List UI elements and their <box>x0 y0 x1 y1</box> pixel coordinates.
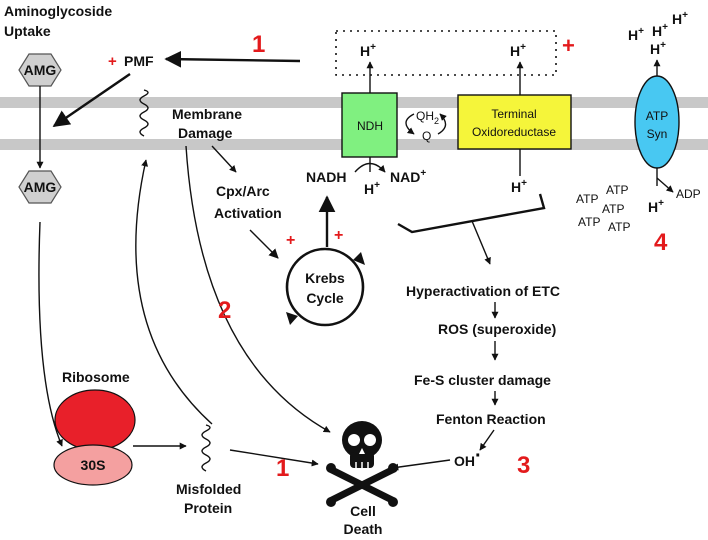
amg-outside: AMG <box>18 53 62 87</box>
cpx-line2: Activation <box>214 205 282 221</box>
adp-label: ADP <box>676 187 701 201</box>
ndh-label: NDH <box>357 119 383 133</box>
etc-bracket <box>397 193 546 234</box>
pmf-label: PMF <box>124 53 154 69</box>
pmf-arrow <box>164 50 301 68</box>
ndh-proton-in: H+ <box>364 180 380 197</box>
krebs-cycle: Krebs Cycle <box>285 247 365 327</box>
cpx-line1: Cpx/Arc <box>216 183 270 199</box>
atp-label-4: ATP <box>578 215 600 229</box>
amg-to-ribosome-arrow <box>38 221 63 447</box>
quinone-cycle-right <box>437 113 447 135</box>
atp-proton-3: H+ <box>672 10 688 27</box>
cell-death-line1: Cell <box>350 503 376 519</box>
misfolded-line2: Protein <box>184 500 232 516</box>
ribosome-30s-subunit <box>53 444 133 486</box>
step-3: 3 <box>517 452 530 479</box>
ros-label: ROS (superoxide) <box>438 321 556 337</box>
fenton-label: Fenton Reaction <box>436 411 546 427</box>
oh-to-death-arrow <box>391 459 451 471</box>
protein-to-death-arrow <box>229 449 319 467</box>
atp-syn-line1: ATP <box>646 109 668 123</box>
uptake-title-line2: Uptake <box>4 23 51 39</box>
misfolded-line1: Misfolded <box>176 481 241 497</box>
pmf-to-amg-arrow <box>52 73 131 127</box>
terminal-line1: Terminal <box>491 107 536 121</box>
oxidase-proton-out: H+ <box>510 42 526 59</box>
pmf-pool-plus-sign: + <box>562 33 575 58</box>
nad-label: NAD+ <box>390 168 426 185</box>
cell-death-line2: Death <box>344 521 383 537</box>
hydroxyl-radical-label: OH· <box>454 445 482 469</box>
ribosome-label: Ribosome <box>62 369 130 385</box>
cpx-to-krebs-arrow <box>249 229 279 259</box>
atp-syn-proton-in: H+ <box>648 198 664 215</box>
amg-inside: AMG <box>18 170 62 204</box>
atp-proton-2: H+ <box>652 22 668 39</box>
nadh-label: NADH <box>306 169 346 185</box>
fenton-to-oh-arrow <box>479 429 495 451</box>
thirty-s-label: 30S <box>81 457 106 473</box>
quinone-cycle-left <box>405 113 415 135</box>
fes-label: Fe-S cluster damage <box>414 372 551 388</box>
step-4: 4 <box>654 229 668 256</box>
krebs-line2: Cycle <box>306 290 344 306</box>
terminal-oxidoreductase <box>457 94 572 150</box>
atp-synthase: ATP Syn <box>634 75 680 169</box>
atp-label-1: ATP <box>606 183 628 197</box>
atp-proton-1: H+ <box>628 26 644 43</box>
step-1-top: 1 <box>252 31 265 58</box>
misfolded-protein-icon <box>201 424 211 472</box>
pmf-plus-sign: + <box>108 53 117 70</box>
ribosome-large-subunit <box>54 389 136 451</box>
bracket-to-hyperactivation-arrow <box>471 220 491 265</box>
atp-syn-line2: Syn <box>647 127 668 141</box>
membrane-to-cpx-arrow <box>211 145 237 173</box>
quinol-label: QH2 <box>416 109 439 126</box>
ndh-proton-out: H+ <box>360 42 376 59</box>
atp-label-5: ATP <box>608 220 630 234</box>
periplasm-proton-pool <box>335 30 557 76</box>
quinone-label: Q <box>422 129 431 143</box>
krebs-line1: Krebs <box>305 270 345 286</box>
terminal-line2: Oxidoreductase <box>472 125 556 139</box>
oxidase-proton-in: H+ <box>511 178 527 195</box>
protein-to-membrane-arrow <box>135 159 213 425</box>
step-1-bottom: 1 <box>276 455 289 482</box>
hyperactivation-label: Hyperactivation of ETC <box>406 283 560 299</box>
cpx-plus-sign: + <box>286 232 295 249</box>
uptake-title-line1: Aminoglycoside <box>4 3 112 19</box>
atp-proton-4: H+ <box>650 40 666 57</box>
atp-label-3: ATP <box>602 202 624 216</box>
krebs-plus-sign: + <box>334 227 343 244</box>
skull-and-crossbones-icon <box>326 421 398 507</box>
membrane-to-death-arrow <box>185 145 331 433</box>
amg-inside-label: AMG <box>24 179 57 195</box>
atp-label-2: ATP <box>576 192 598 206</box>
atp-syn-adp-arrow <box>656 177 674 193</box>
amg-outside-label: AMG <box>24 62 57 78</box>
membrane-damage-line2: Damage <box>178 125 233 141</box>
step-2: 2 <box>218 297 231 324</box>
membrane-damage-protein-icon <box>139 89 149 137</box>
membrane-damage-line1: Membrane <box>172 106 242 122</box>
